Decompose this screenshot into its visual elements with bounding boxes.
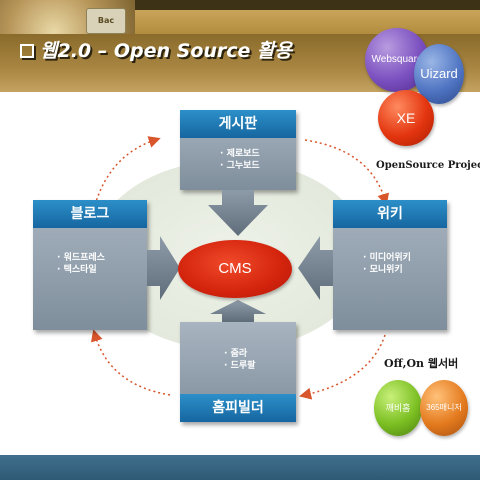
uizard-circle: Uizard bbox=[414, 44, 464, 104]
list-item: · 텍스타일 bbox=[57, 265, 97, 275]
list-item: · 그누보드 bbox=[220, 161, 260, 171]
list-item: · 제로보드 bbox=[220, 149, 260, 159]
list-item: · 줌라 bbox=[224, 349, 248, 359]
card-blog: 블로그 · 워드프레스 · 텍스타일 bbox=[33, 200, 147, 330]
keyboard-key-image: Bac bbox=[86, 8, 126, 34]
list-item: · 모니위키 bbox=[363, 265, 403, 275]
card-wiki-list: · 미디어위키 · 모니위키 bbox=[363, 252, 411, 276]
header-strip bbox=[135, 0, 480, 10]
web-server-label: Off,On 웹서버 bbox=[384, 357, 459, 370]
cycle-arc-top-right bbox=[304, 139, 390, 206]
arrow-down-icon bbox=[208, 190, 268, 236]
page-title: 웹2.0 – Open Source 활용 bbox=[20, 36, 293, 62]
card-homepage-builder-title: 홈피빌더 bbox=[180, 394, 296, 422]
header-gold-band bbox=[135, 10, 480, 34]
footer-bar bbox=[0, 455, 480, 480]
list-item: · 미디어위키 bbox=[363, 253, 411, 263]
cycle-arc-bottom-right bbox=[299, 334, 386, 400]
card-boards: 게시판 · 제로보드 · 그누보드 bbox=[180, 110, 296, 190]
card-wiki-title: 위키 bbox=[333, 200, 447, 228]
xe-circle: XE bbox=[378, 90, 434, 146]
card-blog-title: 블로그 bbox=[33, 200, 147, 228]
cycle-arc-top-left bbox=[94, 136, 161, 206]
page-title-text: 웹2.0 – Open Source 활용 bbox=[40, 40, 293, 62]
cms-center-node: CMS bbox=[178, 240, 292, 298]
list-item: · 워드프레스 bbox=[57, 253, 105, 263]
open-source-project-label: OpenSource Project bbox=[376, 160, 480, 171]
365manager-circle: 365매니저 bbox=[420, 380, 468, 436]
arrow-right-icon bbox=[147, 236, 180, 300]
checkbox-bullet-icon bbox=[20, 44, 34, 58]
card-boards-title: 게시판 bbox=[180, 110, 296, 138]
card-homepage-builder-list: · 줌라 · 드루팔 bbox=[224, 348, 255, 372]
arrow-left-icon bbox=[298, 236, 333, 300]
card-blog-list: · 워드프레스 · 텍스타일 bbox=[57, 252, 105, 276]
list-item: · 드루팔 bbox=[224, 361, 256, 371]
card-wiki: 위키 · 미디어위키 · 모니위키 bbox=[333, 200, 447, 330]
card-homepage-builder: 홈피빌더 · 줌라 · 드루팔 bbox=[180, 322, 296, 422]
gaebihome-circle: 깨비홈 bbox=[374, 380, 422, 436]
arrow-up-icon bbox=[210, 300, 266, 322]
card-boards-list: · 제로보드 · 그누보드 bbox=[220, 148, 260, 172]
cycle-arc-bottom-left bbox=[90, 329, 171, 396]
